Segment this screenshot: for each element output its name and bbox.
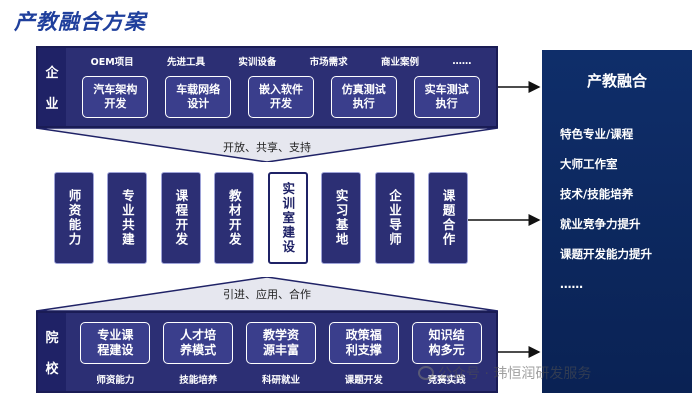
school-tag: 科研就业: [261, 375, 300, 386]
enterprise-box: 车载网络设计: [165, 76, 232, 118]
school-tag: 竞赛实践: [427, 375, 466, 386]
school-tag-row: 师资能力 技能培养 科研就业 课题开发 竞赛实践: [74, 372, 488, 386]
result-item: 特色专业/课程: [560, 127, 634, 141]
top-funnel: [36, 128, 498, 162]
school-box-row: 专业课程建设 人才培养模式 教学资源丰富 政策福利支撑 知识结构多元: [74, 319, 488, 367]
pillar-item-featured: 实训室建设: [267, 172, 308, 264]
enterprise-box: 实车测试执行: [413, 76, 480, 118]
pillar-item: 企业导师: [374, 172, 415, 264]
result-item: 技术/技能培养: [560, 187, 634, 201]
school-tag: 课题开发: [344, 375, 383, 386]
enterprise-box: 仿真测试执行: [330, 76, 397, 118]
enterprise-box: 嵌入软件开发: [247, 76, 314, 118]
wechat-icon: [418, 366, 434, 380]
enterprise-panel: 企 业 OEM项目 先进工具 实训设备 市场需求 商业案例 …… 汽车架构开发 …: [36, 46, 498, 128]
enterprise-label: 企 业: [38, 48, 66, 126]
school-box: 知识结构多元: [411, 322, 482, 364]
pillar-item: 专业共建: [107, 172, 148, 264]
enterprise-tag: OEM项目: [90, 57, 134, 68]
result-item: 就业竞争力提升: [560, 217, 641, 231]
watermark-text: 公众号 · 玮恒润研发服务: [438, 366, 592, 382]
enterprise-tag: 实训设备: [238, 57, 277, 68]
page-title: 产教融合方案: [14, 10, 146, 34]
top-flow-label: 开放、共享、支持: [223, 141, 311, 154]
enterprise-tag-row: OEM项目 先进工具 实训设备 市场需求 商业案例 ……: [74, 54, 488, 69]
result-list: 特色专业/课程 大师工作室 技术/技能培养 就业竞争力提升 课题开发能力提升 ……: [560, 126, 652, 306]
bottom-funnel: [36, 277, 498, 311]
school-panel: 院 校 专业课程建设 人才培养模式 教学资源丰富 政策福利支撑 知识结构多元 师…: [36, 311, 498, 393]
result-item: ……: [560, 277, 583, 291]
result-item: 大师工作室: [560, 157, 618, 171]
pillar-item: 实习基地: [321, 172, 362, 264]
pillar-item: 师资能力: [54, 172, 94, 264]
school-box: 专业课程建设: [80, 322, 151, 364]
enterprise-box-row: 汽车架构开发 车载网络设计 嵌入软件开发 仿真测试执行 实车测试执行: [74, 73, 488, 121]
result-title: 产教融合: [586, 72, 647, 90]
school-label-char: 院: [45, 331, 59, 346]
enterprise-tag: 商业案例: [380, 57, 419, 68]
bottom-flow-label: 引进、应用、合作: [223, 288, 311, 301]
result-panel: 产教融合 特色专业/课程 大师工作室 技术/技能培养 就业竞争力提升 课题开发能…: [542, 50, 692, 393]
school-box: 教学资源丰富: [245, 322, 316, 364]
result-item: 课题开发能力提升: [560, 247, 652, 261]
school-box: 人才培养模式: [163, 322, 234, 364]
school-tag: 师资能力: [96, 375, 135, 386]
enterprise-tag: 市场需求: [309, 57, 348, 68]
enterprise-tag: ……: [452, 55, 472, 67]
school-label: 院 校: [38, 313, 66, 391]
enterprise-tag: 先进工具: [167, 57, 206, 68]
school-tag: 技能培养: [179, 375, 218, 386]
school-label-char: 校: [45, 362, 59, 377]
enterprise-label-char: 企: [45, 66, 59, 81]
enterprise-box: 汽车架构开发: [82, 76, 149, 118]
watermark: 公众号 · 玮恒润研发服务: [418, 363, 591, 383]
pillar-item: 教材开发: [214, 172, 255, 264]
pillar-item: 课题合作: [427, 172, 468, 264]
pillar-row: 师资能力 专业共建 课程开发 教材开发 实训室建设 实习基地 企业导师 课题合作: [54, 172, 468, 264]
pillar-item: 课程开发: [160, 172, 201, 264]
school-box: 政策福利支撑: [328, 322, 399, 364]
enterprise-label-char: 业: [45, 97, 59, 112]
